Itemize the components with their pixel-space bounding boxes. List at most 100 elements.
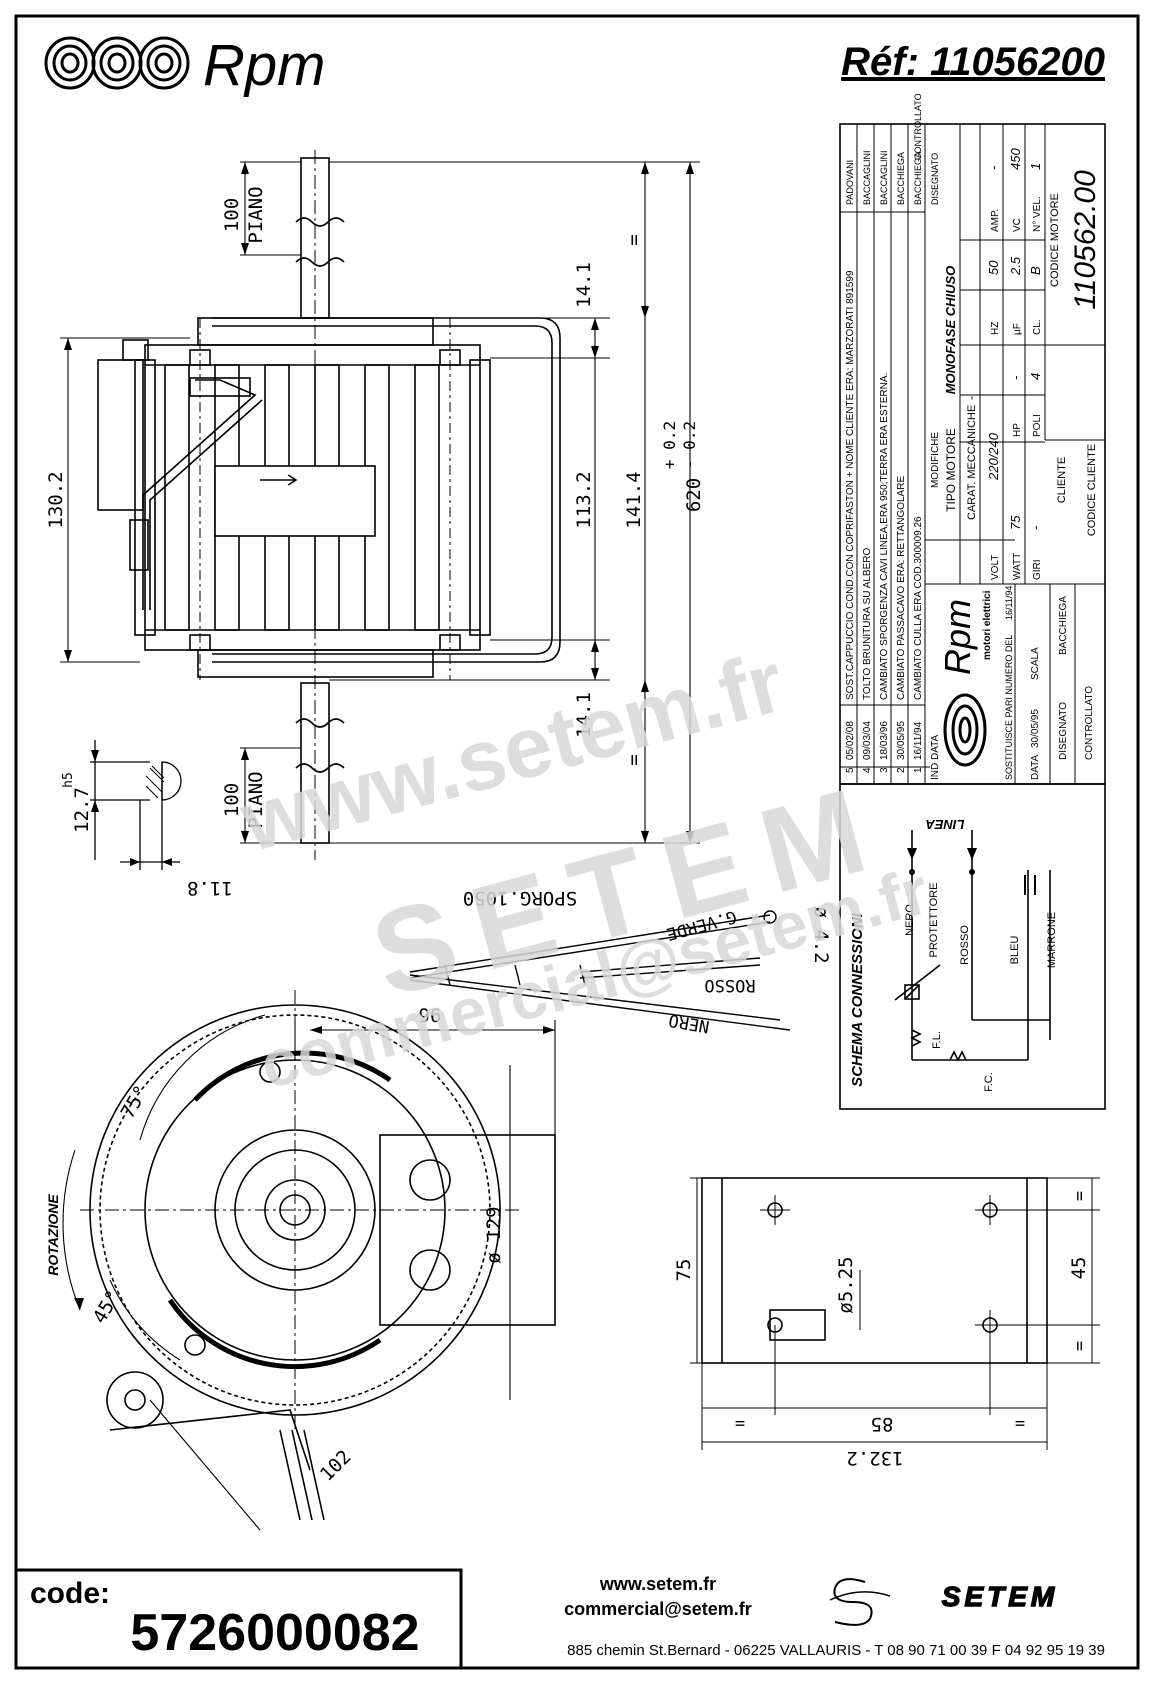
dim-130-2: 130.2 [45,471,67,528]
giri-value: - [1028,525,1043,530]
watermark: www.setem.fr SETEM commercial@setem.fr [231,634,936,1103]
hdr-data: DATA [930,734,941,760]
hp-label: HP [1012,423,1023,437]
dim-14-1-top: 14.1 [573,262,595,308]
connection-schema [839,783,1106,1110]
hz-label: HZ [990,322,1001,335]
uf-value: 2.5 [1008,256,1023,276]
uf-label: µF [1012,323,1023,335]
data-label: DATA [1030,754,1041,780]
hp-value: - [1008,375,1023,380]
schema-fl: F.L. [931,1031,943,1049]
rev-1-n: 1 [913,767,924,773]
schema-bleu: BLEU [1009,936,1021,965]
rpm-header-logo: Rpm [44,33,325,98]
rev-5-who: PADOVANI [845,160,855,205]
footer: code: 5726000082 www.setem.fr commercial… [14,1568,1105,1670]
tol-minus: - 0.2 [680,421,699,469]
shaft-tolerance: h5 [61,772,76,788]
amp-value: - [986,165,1001,170]
setem-logo-icon [829,1578,891,1626]
rev-4-n: 4 [862,767,873,773]
dim-100-top: 100 [221,198,243,232]
side-view-dimension-labels: 100 PIANO 100 PIANO 14.1 113.2 14.1 = 14… [45,186,705,828]
rev-2-date: 30/05/95 [896,721,907,760]
codice-motore-value: 110562.00 [1069,170,1102,310]
schema-marrone: MARRONE [1046,912,1058,968]
rev-3-text: CAMBIATO SPORGENZA CAVI LINEA,ERA 950;TE… [879,373,890,700]
footer-email: commercial@setem.fr [564,1599,752,1619]
company-name: Rpm [937,599,978,675]
poli-value: 4 [1028,373,1043,380]
shaft-section-arrows [91,750,172,866]
bracket-dim-132-2: 132.2 [846,1447,903,1469]
carat-value: - [964,396,978,400]
bracket-hole-dia: ø5.25 [835,1256,857,1313]
cl-label: CL. [1032,319,1043,335]
motor-side-view [97,150,561,860]
bracket-eq-left: = [735,1413,745,1433]
data-value: 30/05/95 [1030,709,1041,748]
nvel-label: N° VEL. [1032,196,1043,232]
vc-value: 450 [1008,148,1023,170]
rotazione-label: ROTAZIONE [45,1194,61,1276]
bracket-dim-45: 45 [1068,1257,1090,1280]
code-box [14,1568,463,1670]
bracket-eq-bottom: = [1070,1341,1090,1351]
reference-number: Réf: 11056200 [841,40,1105,84]
side-view-dimensions [60,161,700,844]
rev-2-who: BACCHIEGA [896,152,906,205]
rev-3-n: 3 [879,767,890,773]
hz-value: 50 [986,260,1001,275]
front-view-arrows [74,1026,555,1310]
rev-3-date: 18/03/96 [879,721,890,760]
poli-label: POLI [1032,414,1043,437]
carat-label: CARAT. MECCANICHE [966,405,978,520]
company-sub: motori elettrici [982,590,993,660]
title-block [839,123,1106,785]
schema-arrows [907,848,977,875]
company-block: Rpm motori elettrici SOSTITUISCE PARI NU… [937,586,1095,780]
piano-top: PIANO [245,186,267,243]
footer-address: 885 chemin St.Bernard - 06225 VALLAURIS … [567,1642,1105,1659]
equal-bottom: = [623,754,645,765]
amp-label: AMP. [990,209,1001,232]
schema-protettore: PROTETTORE [928,883,940,958]
schema-linea: LINEA [926,817,965,832]
rev-5-n: 5 [845,767,856,773]
scala-label: SCALA [1030,647,1041,680]
volt-label: VOLT [990,555,1001,580]
sheet-frame [14,14,1140,1670]
shaft-flat: 11.8 [187,877,233,899]
rev-4-date: 09/03/04 [862,721,873,760]
dim-113-2: 113.2 [573,471,595,528]
mounting-bracket-view [690,1177,1100,1450]
volt-value: 220/240 [986,432,1001,481]
codice-motore-label: CODICE MOTORE [1049,193,1061,287]
hdr-modifiche: MODIFICHE [930,432,941,488]
bracket-eq-top: = [1070,1191,1090,1201]
codice-cliente-label: CODICE CLIENTE [1086,444,1098,536]
revisions-table: 5 05/02/08 SOST.CAPPUCCIO COND.CON COPRI… [845,93,941,780]
wire-bundle [409,910,791,1031]
front-view-dimensions [62,1014,556,1531]
dimension-arrows [64,162,694,843]
cl-value: B [1028,266,1043,275]
rev-2-n: 2 [896,767,907,773]
code-value: 5726000082 [130,1604,419,1662]
bracket-dim-75: 75 [673,1259,695,1282]
rev-4-who: BACCAGLINI [862,150,872,205]
equal-top: = [623,234,645,245]
watt-label: WATT [1012,553,1023,580]
rev-1-date: 16/11/94 [913,721,924,760]
coil-small-icon [943,693,987,767]
disegnato-label: DISEGNATO [1058,702,1069,760]
code-label: code: [30,1577,110,1610]
dim-129: ø 129 [483,1206,505,1263]
setem-logo-text: SETEM [942,1581,1058,1612]
disegnato-value: BACCHIEGA [1058,596,1069,655]
wire-rosso: ROSSO [704,975,755,995]
schema-nero: NERO [904,904,916,936]
dim-100-bottom: 100 [221,783,243,817]
tol-plus: + 0.2 [660,421,679,469]
